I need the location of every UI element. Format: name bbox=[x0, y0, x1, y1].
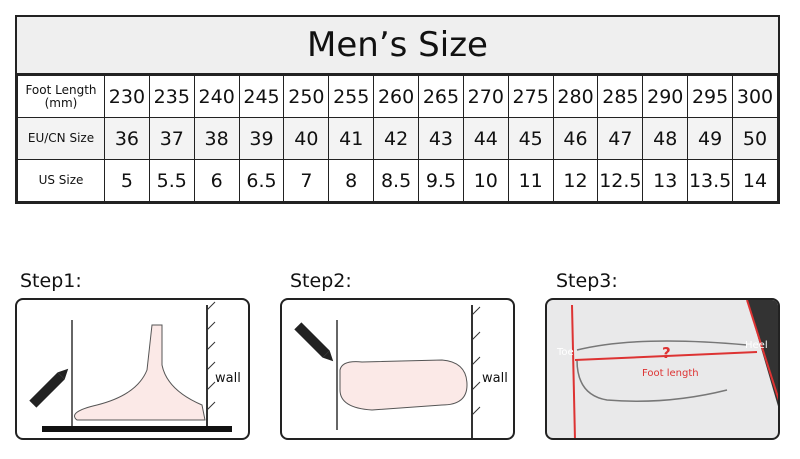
table-cell: 48 bbox=[642, 117, 689, 160]
table-cell: 7 bbox=[283, 159, 330, 202]
table-cell: 10 bbox=[462, 159, 509, 202]
table-cell: 265 bbox=[418, 75, 464, 118]
table-cell: 8 bbox=[328, 159, 375, 202]
table-cell: 37 bbox=[148, 117, 195, 160]
step3-label: Step3: bbox=[556, 270, 618, 292]
table-cell: 13 bbox=[642, 159, 689, 202]
step1-label: Step1: bbox=[20, 270, 82, 292]
table-cell: 41 bbox=[328, 117, 375, 160]
foot-side-icon: wall bbox=[29, 301, 241, 432]
row-header: EU/CN Size bbox=[17, 117, 105, 160]
table-cell: 245 bbox=[238, 75, 285, 118]
table-cell: 5 bbox=[104, 159, 150, 202]
table-cell: 275 bbox=[507, 75, 554, 118]
step1-illustration: wall bbox=[15, 298, 250, 440]
wall-label: wall bbox=[215, 371, 241, 386]
heel-label: Heel bbox=[745, 340, 768, 351]
table-cell: 12 bbox=[552, 159, 599, 202]
table-cell: 38 bbox=[193, 117, 240, 160]
table-cell: 230 bbox=[104, 75, 150, 118]
step3-illustration: Toe Heel ? Foot length bbox=[545, 298, 780, 440]
table-cell: 43 bbox=[418, 117, 464, 160]
table-cell: 12.5 bbox=[597, 159, 644, 202]
table-cell: 290 bbox=[642, 75, 689, 118]
step2-illustration: wall bbox=[280, 298, 515, 440]
step2-label: Step2: bbox=[290, 270, 352, 292]
table-cell: 295 bbox=[687, 75, 734, 118]
table-cell: 40 bbox=[283, 117, 330, 160]
table-cell: 285 bbox=[597, 75, 644, 118]
table-cell: 42 bbox=[373, 117, 420, 160]
question-mark: ? bbox=[662, 344, 671, 362]
table-cell: 8.5 bbox=[373, 159, 420, 202]
table-cell: 240 bbox=[193, 75, 240, 118]
foot-length-label: Foot length bbox=[642, 368, 699, 379]
table-cell: 39 bbox=[238, 117, 285, 160]
table-cell: 50 bbox=[732, 117, 778, 160]
row-header: Foot Length (mm) bbox=[17, 75, 105, 118]
table-cell: 6.5 bbox=[238, 159, 285, 202]
chart-title: Men’s Size bbox=[17, 17, 778, 75]
table-cell: 6 bbox=[193, 159, 240, 202]
table-cell: 49 bbox=[687, 117, 734, 160]
row-header: US Size bbox=[17, 159, 105, 202]
table-cell: 46 bbox=[552, 117, 599, 160]
toe-label: Toe bbox=[556, 347, 574, 358]
table-cell: 45 bbox=[507, 117, 554, 160]
table-cell: 36 bbox=[104, 117, 150, 160]
foot-top-icon: wall bbox=[294, 305, 508, 438]
foot-trace-photo: Toe Heel ? Foot length bbox=[556, 300, 778, 438]
table-cell: 11 bbox=[507, 159, 554, 202]
table-cell: 255 bbox=[328, 75, 375, 118]
table-cell: 300 bbox=[732, 75, 778, 118]
table-cell: 280 bbox=[552, 75, 599, 118]
table-cell: 14 bbox=[732, 159, 778, 202]
table-cell: 47 bbox=[597, 117, 644, 160]
table-cell: 9.5 bbox=[418, 159, 464, 202]
table-cell: 250 bbox=[283, 75, 330, 118]
table-cell: 5.5 bbox=[148, 159, 195, 202]
table-cell: 270 bbox=[462, 75, 509, 118]
wall-label: wall bbox=[482, 371, 508, 386]
table-cell: 260 bbox=[373, 75, 420, 118]
table-cell: 13.5 bbox=[687, 159, 734, 202]
table-cell: 44 bbox=[462, 117, 509, 160]
table-cell: 235 bbox=[148, 75, 195, 118]
